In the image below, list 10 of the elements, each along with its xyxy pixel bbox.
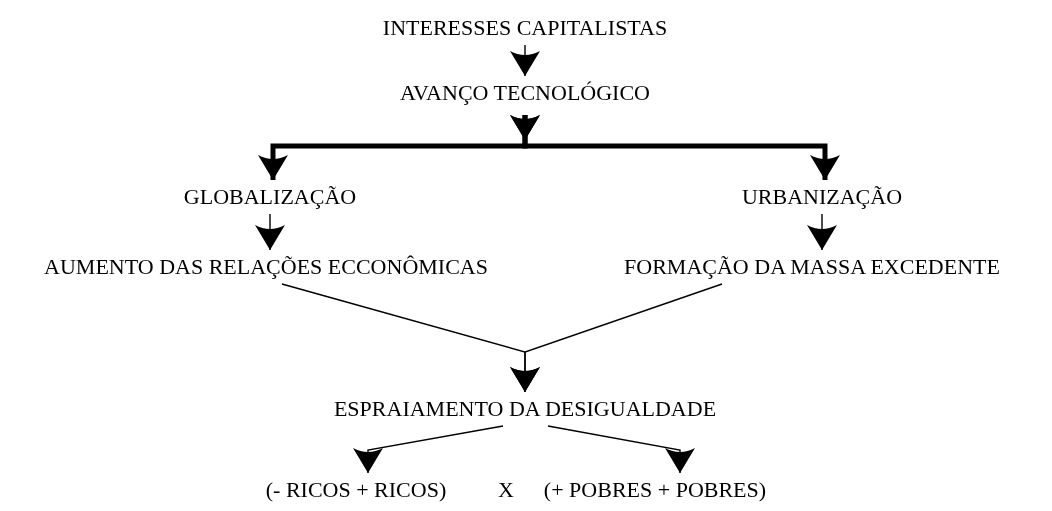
concept-text: ESPRAIAMENTO DA DESIGUALDADE — [330, 392, 720, 426]
concept-text: FORMAÇÃO DA MASSA EXCEDENTE — [621, 250, 1003, 284]
concept-text: URBANIZAÇÃO — [738, 180, 906, 214]
concept-text: AVANÇO TECNOLÓGICO — [397, 76, 653, 110]
concept-text: INTERESSES CAPITALISTAS — [379, 11, 671, 45]
versus-text: X — [498, 478, 514, 502]
concept-text: GLOBALIZAÇÃO — [180, 180, 360, 214]
concept-text: (- RICOS + RICOS) — [262, 473, 450, 507]
concept-text: (+ POBRES + POBRES) — [540, 473, 770, 507]
concept-text: AUMENTO DAS RELAÇÕES ECCONÔMICAS — [41, 250, 491, 284]
